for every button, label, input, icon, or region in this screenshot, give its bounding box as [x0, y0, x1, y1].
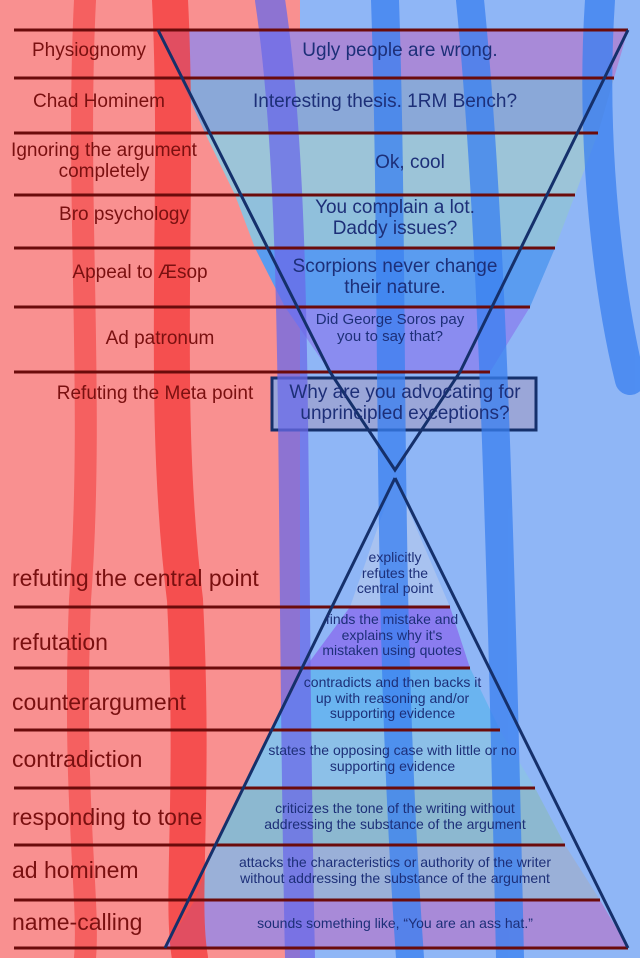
blue-streak-4 [582, 0, 640, 395]
blue-streak-1 [255, 0, 315, 958]
desc-meta-point: Why are you advocating for unprincipled … [289, 382, 521, 425]
label-meta-point: Refuting the Meta point [56, 383, 254, 404]
desc-tone: criticizes the tone of the writing witho… [264, 800, 526, 832]
desc-ad-patronum: Did George Soros pay you to say that? [315, 311, 465, 345]
label-physiognomy: Physiognomy [31, 40, 147, 61]
desc-ignoring: Ok, cool [375, 152, 445, 173]
label-ad-hominem: ad hominem [12, 857, 139, 883]
red-streak-1 [66, 0, 97, 958]
label-name-calling: name-calling [12, 909, 143, 935]
desc-name-calling: sounds something like, “You are an ass h… [257, 915, 533, 931]
label-counterargument: counterargument [12, 689, 186, 715]
label-ad-patronum: Ad patronum [105, 328, 215, 349]
blue-streak-2 [371, 0, 424, 958]
paint-streaks [66, 0, 640, 958]
desc-bro-psychology: You complain a lot. Daddy issues? [315, 197, 475, 240]
desc-contradiction: states the opposing case with little or … [268, 742, 517, 774]
desc-aesop: Scorpions never change their nature. [292, 256, 498, 299]
label-aesop: Appeal to Æsop [72, 262, 208, 283]
red-streak-2 [152, 0, 208, 958]
desc-ad-hominem: attacks the characteristics or authority… [238, 854, 551, 886]
label-refutation: refutation [12, 629, 108, 655]
label-bro-psychology: Bro psychology [59, 204, 189, 225]
shape-outlines [156, 29, 630, 949]
separator-lines [14, 28, 628, 950]
label-central-point: refuting the central point [12, 565, 259, 591]
blue-streak-3 [456, 0, 524, 958]
label-chad-hominem: Chad Hominem [33, 91, 165, 112]
desc-refutation: finds the mistake and explains why it's … [322, 611, 462, 659]
desc-chad-hominem: Interesting thesis. 1RM Bench? [252, 91, 518, 112]
label-ignoring: Ignoring the argument completely [11, 140, 197, 183]
desc-physiognomy: Ugly people are wrong. [302, 40, 498, 61]
label-contradiction: contradiction [12, 746, 143, 772]
label-tone: responding to tone [12, 804, 203, 830]
desc-counterargument: contradicts and then backs it up with re… [303, 674, 482, 722]
desc-central-point: explicitly refutes the central point [356, 549, 434, 597]
